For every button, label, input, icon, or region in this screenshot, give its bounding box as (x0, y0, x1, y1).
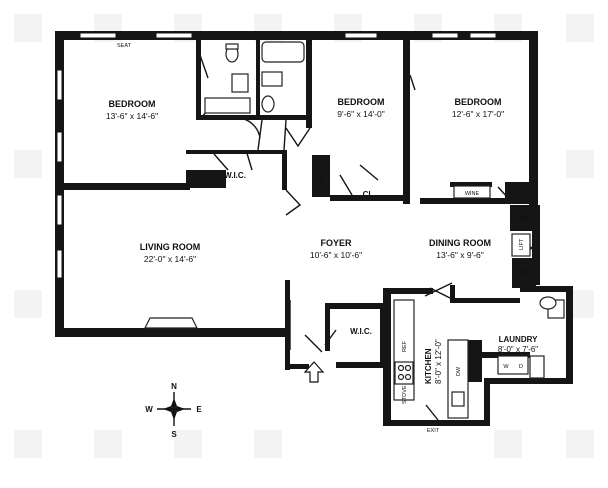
closet-label-4: CL (521, 214, 532, 223)
bedroom3-dims: 12'-6" x 17'-0" (452, 109, 504, 119)
fireplace (144, 317, 198, 329)
compass-east: E (196, 405, 202, 414)
compass-north: N (171, 382, 177, 391)
wic-foyer-label: W.I.C. (350, 327, 372, 336)
interior-walls (55, 36, 536, 382)
bedroom1-dims: 13'-6" x 14'-6" (106, 111, 158, 121)
bedroom1-name: BEDROOM (109, 99, 156, 109)
bath-fixtures (204, 41, 565, 319)
kitchen-dims: 8'-0" x 12'-0" (434, 339, 443, 384)
foyer-name: FOYER (320, 238, 352, 248)
bedroom2-name: BEDROOM (338, 97, 385, 107)
lift-label: LIFT (519, 238, 525, 250)
washer-label: W (503, 364, 509, 370)
stove-label: STOVE (402, 385, 408, 404)
living-room-dims: 22'-0" x 14'-6" (144, 254, 196, 264)
windows (56, 32, 497, 279)
dryer-label: D (519, 364, 523, 370)
seat-label: SEAT (117, 43, 132, 49)
laundry-dims: 8'-0" x 7'-6" (498, 345, 538, 354)
watermark-pattern (14, 14, 594, 458)
compass-west: W (145, 405, 153, 414)
closet-label-2: CL (363, 190, 374, 199)
closet-label-5: CL (521, 269, 532, 278)
closet-label-3: CL (510, 190, 521, 199)
living-room-name: LIVING ROOM (140, 242, 201, 252)
entry-arrow-icon (303, 361, 325, 383)
kitchen-name: KITCHEN (424, 348, 433, 384)
dishwasher-label: DW (456, 366, 462, 376)
compass-icon: N S W E (145, 382, 202, 439)
wic-bedroom-label: W.I.C. (224, 171, 246, 180)
wine-label: WINE (465, 191, 480, 197)
closet-label-1: CL (316, 178, 327, 187)
laundry-name: LAUNDRY (499, 335, 538, 344)
refrigerator-label: REF (402, 340, 408, 352)
foyer-dims: 10'-6" x 10'-6" (310, 250, 362, 260)
kitchen-fixtures (393, 185, 545, 419)
dining-room-name: DINING ROOM (429, 238, 491, 248)
compass-south: S (171, 430, 177, 439)
bedroom3-name: BEDROOM (455, 97, 502, 107)
bedroom2-dims: 9'-6" x 14'-0" (337, 109, 385, 119)
dining-room-dims: 13'-6" x 9'-6" (436, 250, 484, 260)
exit-label: EXIT (427, 428, 440, 434)
